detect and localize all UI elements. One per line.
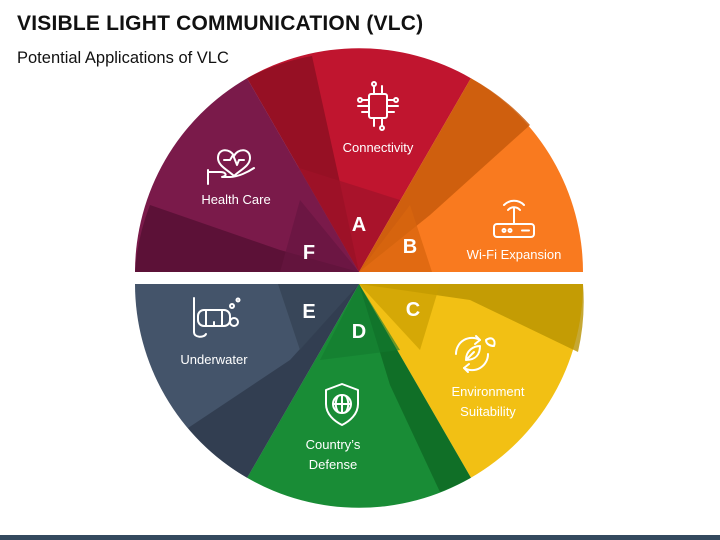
heart-hand-icon	[207, 149, 255, 185]
segment-c-letter: C	[406, 299, 420, 321]
footer-bar	[0, 535, 720, 540]
segment-f-letter: F	[303, 242, 315, 264]
segment-b-label: Wi-Fi Expansion	[467, 247, 562, 262]
segment-f-shade-left	[135, 205, 359, 272]
segment-c-shade-center	[359, 284, 440, 350]
segment-d-label-line1: Country’s	[306, 437, 361, 452]
router-icon	[493, 199, 535, 238]
globe-shield-icon	[325, 383, 359, 426]
eco-recycle-icon	[454, 335, 496, 373]
segment-e-label: Underwater	[180, 352, 248, 367]
page-title: VISIBLE LIGHT COMMUNICATION (VLC)	[17, 12, 424, 35]
segment-e-underwater: E Underwater	[135, 284, 359, 478]
segment-c-label-line1: Environment	[452, 384, 525, 399]
segment-b-wifi-expansion: B Wi-Fi Expansion	[359, 78, 583, 272]
segment-b-shade-center	[359, 205, 432, 272]
segment-f-shade-center	[280, 200, 359, 272]
segment-d-shade-center	[320, 284, 400, 360]
segment-a-shade-center	[290, 165, 400, 272]
segment-e-letter: E	[302, 301, 315, 323]
segment-c-environment-suitability: C Environment Suitability	[359, 284, 584, 478]
segment-e-shade-bottom	[188, 284, 359, 478]
circuit-icon	[357, 81, 399, 131]
segment-d-countrys-defense: D Country’s Defense	[247, 284, 471, 508]
segment-a-letter: A	[352, 214, 366, 236]
segment-d-label-line2: Defense	[309, 457, 357, 472]
segment-d-letter: D	[352, 321, 366, 343]
page-subtitle: Potential Applications of VLC	[17, 49, 229, 67]
segment-a-connectivity: A Connectivity	[247, 48, 471, 273]
segment-f-label: Health Care	[201, 192, 270, 207]
segment-b-letter: B	[403, 236, 417, 258]
segment-f-health-care: F Health Care	[135, 78, 359, 272]
segment-c-label-line2: Suitability	[460, 404, 516, 419]
segment-a-label: Connectivity	[343, 140, 414, 155]
segment-c-shade-top	[359, 284, 584, 352]
segment-e-shade-center	[278, 284, 359, 350]
diving-mask-icon	[193, 297, 241, 338]
